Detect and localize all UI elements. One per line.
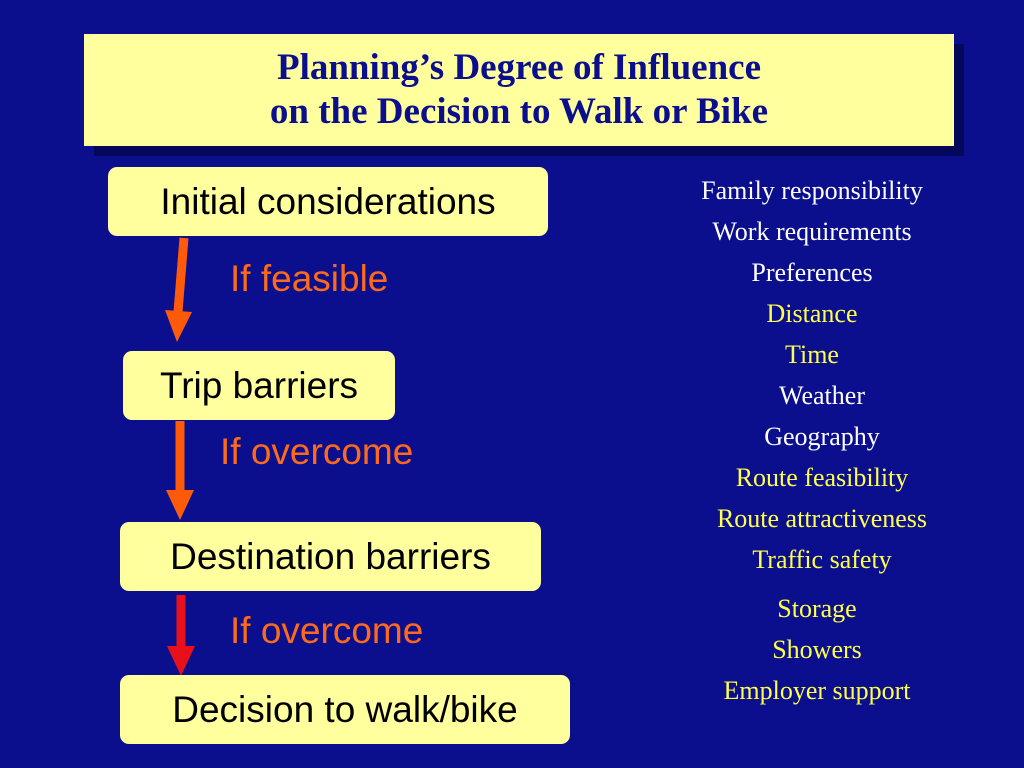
arrow-initial-to-trip (165, 237, 192, 342)
title-banner: Planning’s Degree of Influence on the De… (84, 34, 954, 146)
factor-family-responsibility: Family responsibility (701, 176, 923, 205)
condition-if-overcome-destination: If overcome (230, 610, 424, 651)
factor-route-feasibility: Route feasibility (735, 463, 909, 492)
title-line-2: on the Decision to Walk or Bike (269, 91, 769, 132)
step-initial-considerations: Initial considerations (108, 167, 548, 236)
factor-traffic-safety: Traffic safety (752, 545, 892, 574)
step-decision: Decision to walk/bike (120, 675, 570, 744)
arrow-trip-to-destination (166, 421, 194, 520)
condition-if-feasible: If feasible (230, 258, 389, 299)
step-destination-barriers: Destination barriers (120, 522, 541, 591)
step-trip-barriers: Trip barriers (123, 351, 395, 420)
factor-employer-support: Employer support (723, 676, 911, 705)
factor-storage: Storage (777, 594, 857, 623)
factor-weather: Weather (779, 381, 865, 410)
factor-route-attractiveness: Route attractiveness (716, 504, 928, 533)
factor-geography: Geography (764, 422, 880, 451)
factor-distance: Distance (766, 299, 858, 328)
factor-preferences: Preferences (751, 258, 873, 287)
factor-work-requirements: Work requirements (712, 217, 912, 246)
factor-showers: Showers (772, 635, 862, 664)
condition-if-overcome-trip: If overcome (220, 431, 414, 472)
factor-time: Time (785, 340, 839, 369)
title-line-1: Planning’s Degree of Influence (276, 47, 762, 88)
arrow-destination-to-decision (167, 595, 195, 676)
